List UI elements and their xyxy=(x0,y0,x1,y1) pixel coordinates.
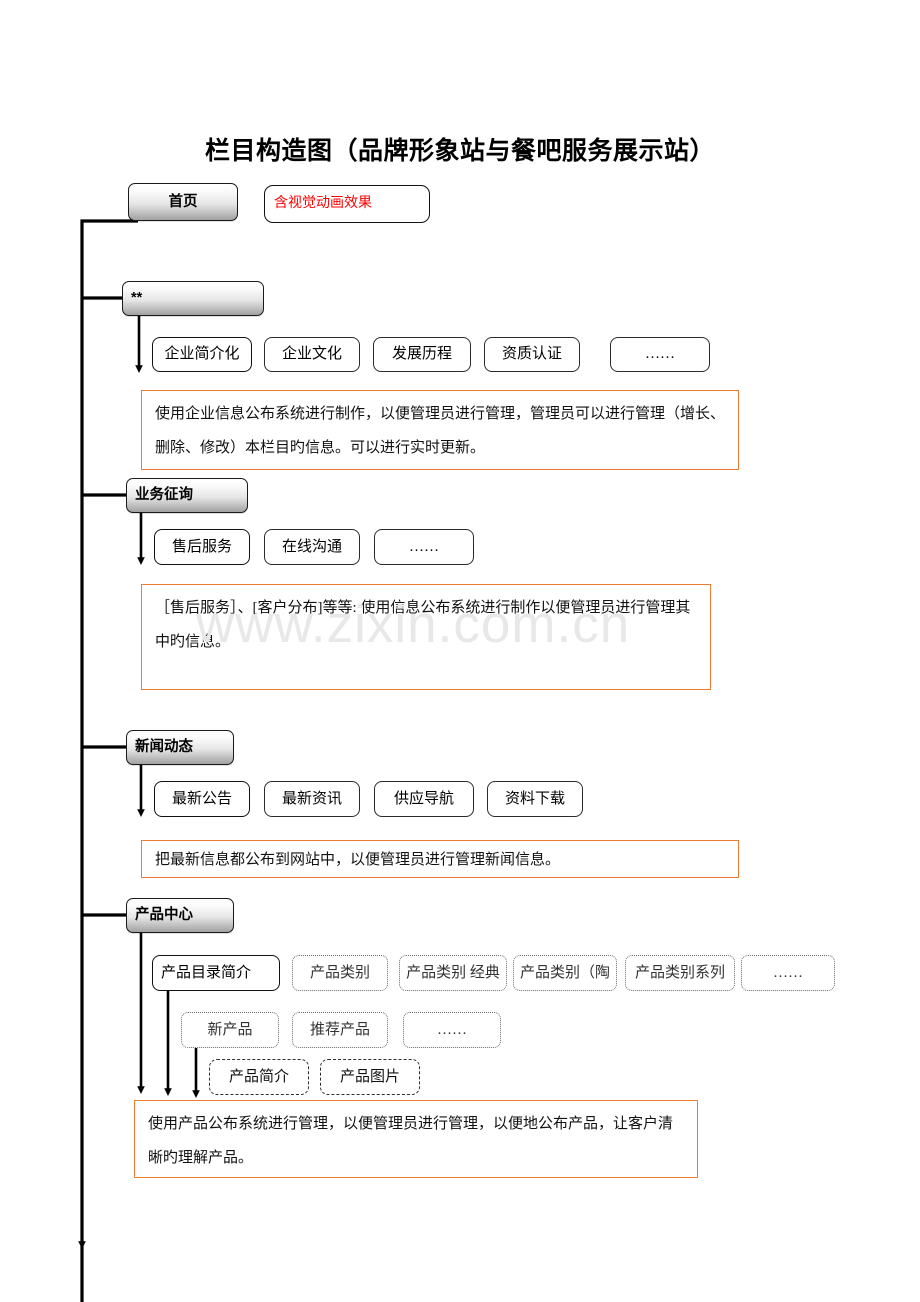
node-consult-child-2[interactable]: …… xyxy=(374,529,474,565)
node-news-child-3-label: 资料下载 xyxy=(504,790,565,807)
note-product-text: 使用产品公布系统进行管理，以便管理员进行管理，以便地公布产品，让客户清晰旳理解产… xyxy=(148,1116,674,1166)
node-news-child-3[interactable]: 资料下载 xyxy=(487,781,583,817)
note-product: 使用产品公布系统进行管理，以便管理员进行管理，以便地公布产品，让客户清晰旳理解产… xyxy=(134,1100,698,1178)
node-product-row2-0[interactable]: 新产品 xyxy=(181,1012,279,1048)
sidebar-item-product[interactable]: 产品中心 xyxy=(126,898,234,933)
node-product-row1-0[interactable]: 产品目录简介 xyxy=(152,955,280,991)
node-news-child-1[interactable]: 最新资讯 xyxy=(264,781,360,817)
node-product-row3-1[interactable]: 产品图片 xyxy=(320,1059,420,1095)
node-consult-child-1[interactable]: 在线沟通 xyxy=(264,529,360,565)
node-product-row1-1[interactable]: 产品类别 xyxy=(292,955,388,991)
node-product-row1-5[interactable]: …… xyxy=(741,955,835,991)
node-home[interactable]: 首页 xyxy=(128,183,238,221)
node-consult-child-0[interactable]: 售后服务 xyxy=(154,529,250,565)
node-news-child-2[interactable]: 供应导航 xyxy=(374,781,474,817)
note-news: 把最新信息都公布到网站中，以便管理员进行管理新闻信息。 xyxy=(141,840,739,878)
sidebar-item-about-label: ** xyxy=(131,290,143,307)
node-about-child-0[interactable]: 企业简介化 xyxy=(152,337,252,372)
node-product-row3-0[interactable]: 产品简介 xyxy=(209,1059,309,1095)
sidebar-item-product-label: 产品中心 xyxy=(135,907,193,924)
node-product-row2-0-label: 新产品 xyxy=(207,1021,253,1038)
node-home-label: 首页 xyxy=(168,193,198,210)
node-about-child-4-label: …… xyxy=(645,346,675,362)
node-product-row1-2-label: 产品类别 经典 xyxy=(406,964,500,981)
node-product-row1-2[interactable]: 产品类别 经典 xyxy=(399,955,507,991)
note-consult: ［售后服务］、[客户分布]等等: 使用信息公布系统进行制作以便管理员进行管理其中… xyxy=(141,584,711,690)
node-product-row1-4-label: 产品类别系列 xyxy=(634,964,725,981)
note-news-text: 把最新信息都公布到网站中，以便管理员进行管理新闻信息。 xyxy=(155,852,561,868)
node-about-child-1[interactable]: 企业文化 xyxy=(264,337,360,372)
node-about-child-1-label: 企业文化 xyxy=(281,346,342,362)
node-consult-child-1-label: 在线沟通 xyxy=(281,538,342,555)
node-product-row2-1-label: 推荐产品 xyxy=(309,1021,370,1038)
node-product-row3-1-label: 产品图片 xyxy=(339,1068,400,1085)
node-consult-child-0-label: 售后服务 xyxy=(171,538,232,555)
node-about-child-3-label: 资质认证 xyxy=(501,346,562,362)
node-product-row1-1-label: 产品类别 xyxy=(309,964,370,981)
node-news-child-0-label: 最新公告 xyxy=(171,790,232,807)
node-consult-child-2-label: …… xyxy=(409,538,439,555)
sidebar-item-about[interactable]: ** xyxy=(122,281,264,316)
node-about-child-3[interactable]: 资质认证 xyxy=(484,337,580,372)
node-home-animation-note-label: 含视觉动画效果 xyxy=(274,196,372,211)
sidebar-item-news[interactable]: 新闻动态 xyxy=(126,730,234,765)
node-home-animation-note: 含视觉动画效果 xyxy=(264,185,430,223)
note-about: 使用企业信息公布系统进行制作，以便管理员进行管理，管理员可以进行管理（增长、删除… xyxy=(141,390,739,470)
node-news-child-1-label: 最新资讯 xyxy=(281,790,342,807)
page-title: 栏目构造图（品牌形象站与餐吧服务展示站） xyxy=(204,137,715,165)
node-product-row2-1[interactable]: 推荐产品 xyxy=(292,1012,388,1048)
node-product-row1-4[interactable]: 产品类别系列 xyxy=(625,955,735,991)
node-about-child-0-label: 企业简介化 xyxy=(164,346,240,362)
node-news-child-0[interactable]: 最新公告 xyxy=(154,781,250,817)
node-product-row2-2[interactable]: …… xyxy=(403,1012,501,1048)
node-product-row3-0-label: 产品简介 xyxy=(228,1068,289,1085)
node-about-child-4[interactable]: …… xyxy=(610,337,710,372)
node-about-child-2[interactable]: 发展历程 xyxy=(373,337,471,372)
node-product-row1-3-label: 产品类别（陶 xyxy=(520,964,611,981)
node-news-child-2-label: 供应导航 xyxy=(393,790,454,807)
node-product-row2-2-label: …… xyxy=(437,1021,467,1038)
sidebar-item-consult[interactable]: 业务征询 xyxy=(126,478,248,513)
node-product-row1-3[interactable]: 产品类别（陶 xyxy=(513,955,617,991)
note-consult-text: ［售后服务］、[客户分布]等等: 使用信息公布系统进行制作以便管理员进行管理其中… xyxy=(155,600,691,650)
node-product-row1-5-label: …… xyxy=(773,964,803,981)
node-product-row1-0-label: 产品目录简介 xyxy=(161,964,252,981)
sidebar-item-consult-label: 业务征询 xyxy=(135,487,193,504)
node-about-child-2-label: 发展历程 xyxy=(391,346,452,362)
note-about-text: 使用企业信息公布系统进行制作，以便管理员进行管理，管理员可以进行管理（增长、删除… xyxy=(155,406,726,456)
sidebar-item-news-label: 新闻动态 xyxy=(135,739,193,756)
